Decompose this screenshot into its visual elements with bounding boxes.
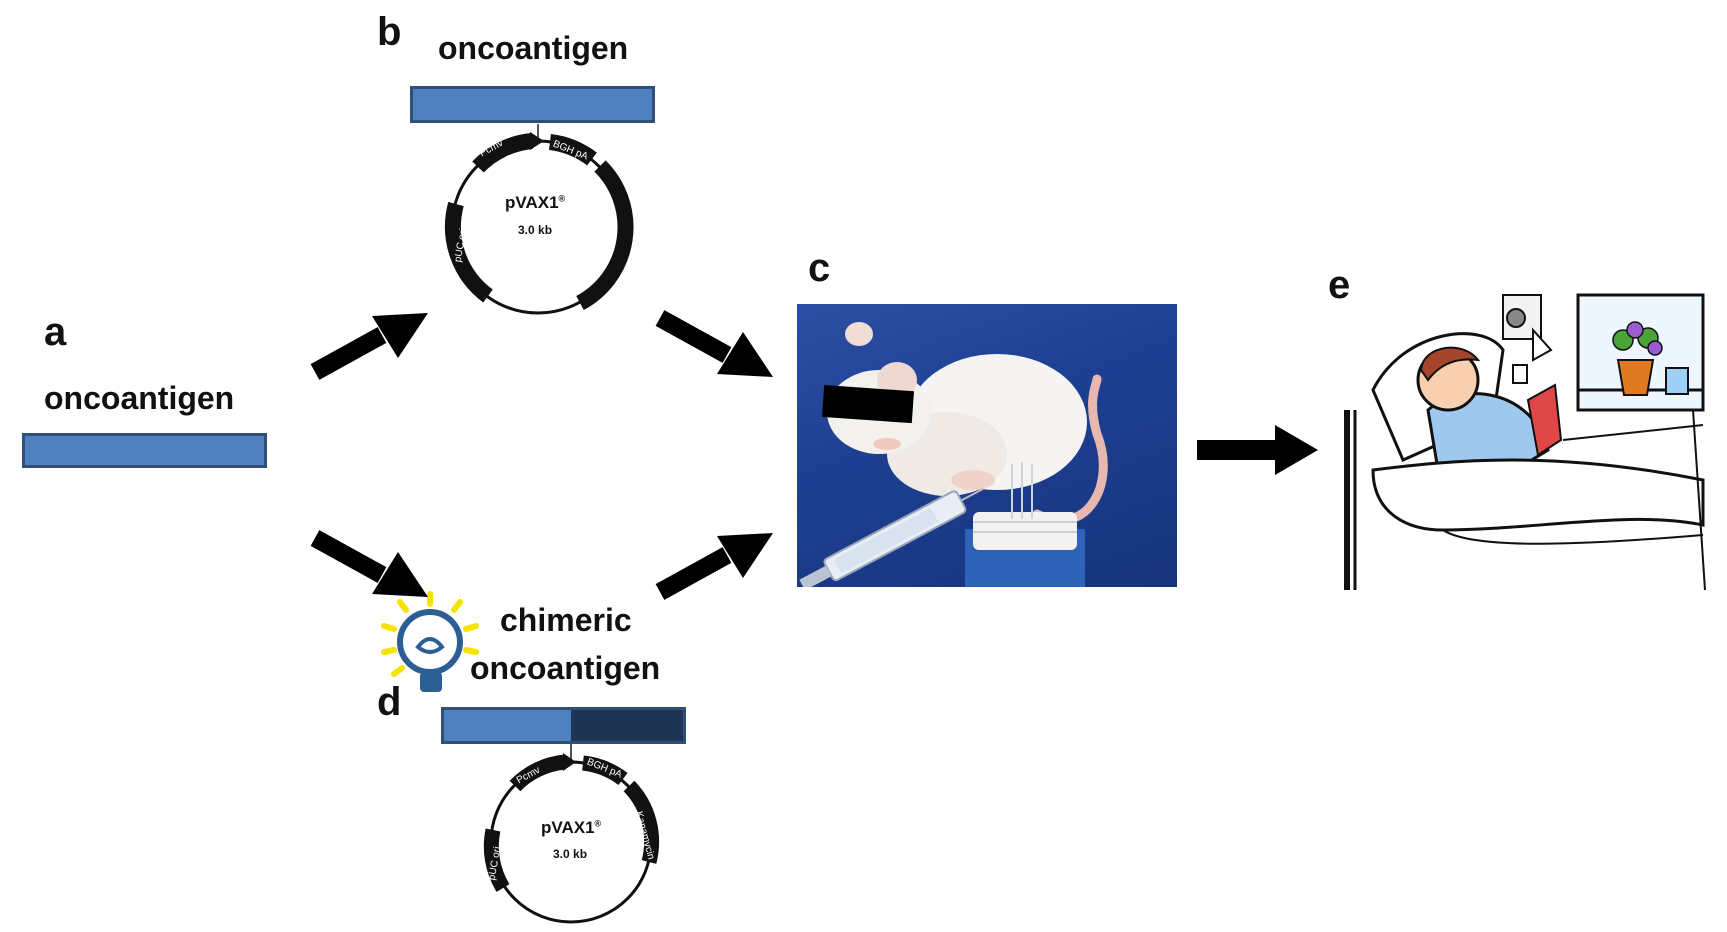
plasmid-name-bottom: pVAX1®: [541, 818, 601, 838]
oncoantigen-bar-b: [410, 86, 655, 123]
panel-letter-c: c: [808, 246, 831, 290]
oncoantigen-label-a: oncoantigen: [44, 380, 235, 416]
panel-letter-b: b: [377, 10, 402, 54]
chimeric-label-line1: chimeric: [500, 602, 632, 638]
arrow-a-to-b: [310, 313, 428, 380]
arrow-b-to-c: [655, 310, 773, 377]
chimeric-bar-light-segment: [441, 707, 571, 744]
patient-in-bed-illustration: [1344, 293, 1706, 591]
plasmid-size-top: 3.0 kb: [518, 223, 553, 237]
panel-letter-a: a: [44, 310, 67, 354]
plasmid-name-text-bottom: pVAX1: [541, 818, 595, 837]
plasmid-size-bottom: 3.0 kb: [553, 847, 588, 861]
mouse-illustration: [799, 322, 1108, 587]
oncoantigen-label-b: oncoantigen: [438, 30, 629, 66]
chimeric-bar-dark-segment: [571, 707, 686, 744]
mouse-photo: [797, 304, 1177, 587]
chimeric-label-line2: oncoantigen: [470, 650, 661, 686]
arrow-a-to-d: [310, 530, 428, 597]
oncoantigen-bar-a: [22, 433, 267, 468]
plasmid-name-text-top: pVAX1: [505, 193, 559, 212]
lightbulb-icon: [381, 591, 479, 692]
panel-letter-d: d: [377, 680, 402, 724]
plasmid-mark-top: ®: [558, 193, 566, 204]
plasmid-map-bottom: [483, 744, 660, 924]
arrow-c-to-e: [1197, 425, 1318, 475]
arrow-d-to-c: [655, 533, 773, 600]
plasmid-map-top: [444, 124, 634, 315]
plasmid-mark-bottom: ®: [594, 818, 602, 829]
plasmid-name-top: pVAX1®: [505, 193, 565, 213]
panel-letter-e: e: [1328, 263, 1351, 307]
